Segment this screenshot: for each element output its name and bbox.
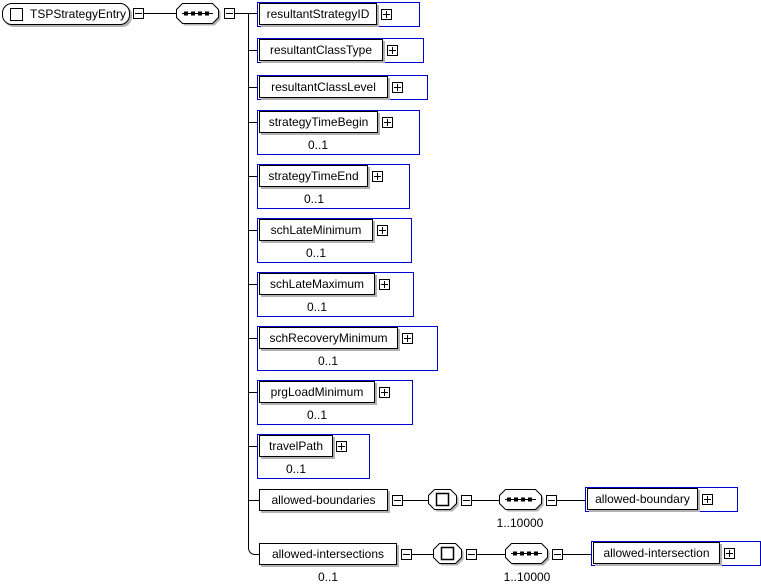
element-label: allowed-boundaries bbox=[271, 493, 376, 507]
connector-corner bbox=[248, 543, 259, 555]
sequence-compositor-icon[interactable] bbox=[505, 543, 552, 568]
connector-line bbox=[557, 500, 585, 501]
expand-button[interactable] bbox=[724, 548, 735, 559]
sequence-compositor-icon[interactable] bbox=[176, 3, 223, 28]
connector-line bbox=[248, 500, 259, 501]
connector-line bbox=[248, 122, 259, 123]
expand-button[interactable] bbox=[381, 9, 392, 20]
connector-line bbox=[248, 338, 259, 339]
connector-line bbox=[563, 554, 591, 555]
element-resultantclasslevel[interactable]: resultantClassLevel bbox=[259, 76, 388, 98]
expand-button[interactable] bbox=[377, 225, 388, 236]
element-label: allowed-intersection bbox=[603, 546, 710, 560]
expand-button[interactable] bbox=[372, 171, 383, 182]
connector-line bbox=[248, 446, 259, 447]
element-allowed-intersections[interactable]: allowed-intersections bbox=[259, 543, 397, 565]
collapse-button[interactable] bbox=[401, 549, 412, 560]
occurrence-label: 0..1 bbox=[306, 408, 327, 422]
expand-button[interactable] bbox=[702, 494, 713, 505]
element-allowed-intersection[interactable]: allowed-intersection bbox=[593, 542, 720, 564]
element-prgloadminimum[interactable]: prgLoadMinimum bbox=[259, 381, 375, 403]
element-allowed-boundary[interactable]: allowed-boundary bbox=[587, 488, 698, 510]
element-label: strategyTimeEnd bbox=[268, 169, 359, 183]
connector-line bbox=[403, 500, 428, 501]
element-label: strategyTimeBegin bbox=[268, 115, 369, 129]
element-label: allowed-boundary bbox=[595, 492, 690, 506]
element-allowed-boundaries[interactable]: allowed-boundaries bbox=[259, 489, 388, 511]
connector-trunk bbox=[248, 13, 249, 543]
connector-line bbox=[248, 392, 259, 393]
connector-line bbox=[412, 554, 433, 555]
occurrence-label: 0..1 bbox=[303, 192, 324, 206]
connector-line bbox=[472, 500, 499, 501]
connector-line bbox=[248, 230, 259, 231]
element-label: schLateMaximum bbox=[269, 277, 365, 291]
expand-button[interactable] bbox=[387, 45, 398, 56]
element-resultantclasstype[interactable]: resultantClassType bbox=[259, 39, 383, 61]
root-element-label: TSPStrategyEntry bbox=[30, 7, 127, 21]
occurrence-label: 1..10000 bbox=[496, 516, 544, 530]
expand-button[interactable] bbox=[379, 387, 390, 398]
collapse-button[interactable] bbox=[466, 549, 477, 560]
root-element-node[interactable]: TSPStrategyEntry bbox=[2, 3, 130, 25]
expand-button[interactable] bbox=[402, 333, 413, 344]
connector-line bbox=[248, 87, 259, 88]
collapse-button[interactable] bbox=[392, 495, 403, 506]
occurrence-label: 0..1 bbox=[305, 246, 326, 260]
connector-line bbox=[248, 284, 259, 285]
element-travelpath[interactable]: travelPath bbox=[259, 435, 333, 457]
sequence-compositor-icon[interactable] bbox=[499, 489, 546, 514]
element-label: allowed-intersections bbox=[271, 547, 385, 561]
expand-button[interactable] bbox=[382, 117, 393, 128]
occurrence-label: 0..1 bbox=[285, 462, 306, 476]
connector-line bbox=[477, 554, 505, 555]
expand-button[interactable] bbox=[392, 82, 403, 93]
occurrence-label: 0..1 bbox=[306, 300, 327, 314]
element-label: resultantStrategyID bbox=[266, 7, 370, 21]
expand-button[interactable] bbox=[379, 279, 390, 290]
element-resultantstrategyid[interactable]: resultantStrategyID bbox=[259, 3, 377, 25]
complex-content-icon[interactable] bbox=[433, 543, 466, 568]
collapse-button[interactable] bbox=[461, 495, 472, 506]
occurrence-label: 0..1 bbox=[317, 570, 338, 584]
connector-line bbox=[235, 13, 259, 14]
connector-line bbox=[248, 50, 259, 51]
element-strategytimebegin[interactable]: strategyTimeBegin bbox=[259, 111, 378, 133]
element-label: prgLoadMinimum bbox=[270, 385, 364, 399]
element-label: resultantClassType bbox=[269, 43, 373, 57]
element-icon bbox=[10, 7, 23, 21]
occurrence-label: 0..1 bbox=[317, 354, 338, 368]
collapse-button[interactable] bbox=[546, 495, 557, 506]
element-label: resultantClassLevel bbox=[271, 80, 376, 94]
element-label: travelPath bbox=[268, 439, 324, 453]
complex-content-icon[interactable] bbox=[428, 489, 461, 514]
element-schlatemaximum[interactable]: schLateMaximum bbox=[259, 273, 375, 295]
connector-line bbox=[248, 176, 259, 177]
element-label: schLateMinimum bbox=[270, 223, 362, 237]
collapse-button-sequence[interactable] bbox=[224, 8, 235, 19]
collapse-button-root[interactable] bbox=[133, 8, 144, 19]
connector-line bbox=[144, 13, 176, 14]
occurrence-label: 1..10000 bbox=[503, 570, 551, 584]
element-label: schRecoveryMinimum bbox=[269, 331, 388, 345]
expand-button[interactable] bbox=[336, 441, 347, 452]
occurrence-label: 0..1 bbox=[307, 138, 328, 152]
element-strategytimeend[interactable]: strategyTimeEnd bbox=[259, 165, 368, 187]
element-schlateminimum[interactable]: schLateMinimum bbox=[259, 219, 373, 241]
element-schrecoveryminimum[interactable]: schRecoveryMinimum bbox=[259, 327, 398, 349]
collapse-button[interactable] bbox=[552, 549, 563, 560]
